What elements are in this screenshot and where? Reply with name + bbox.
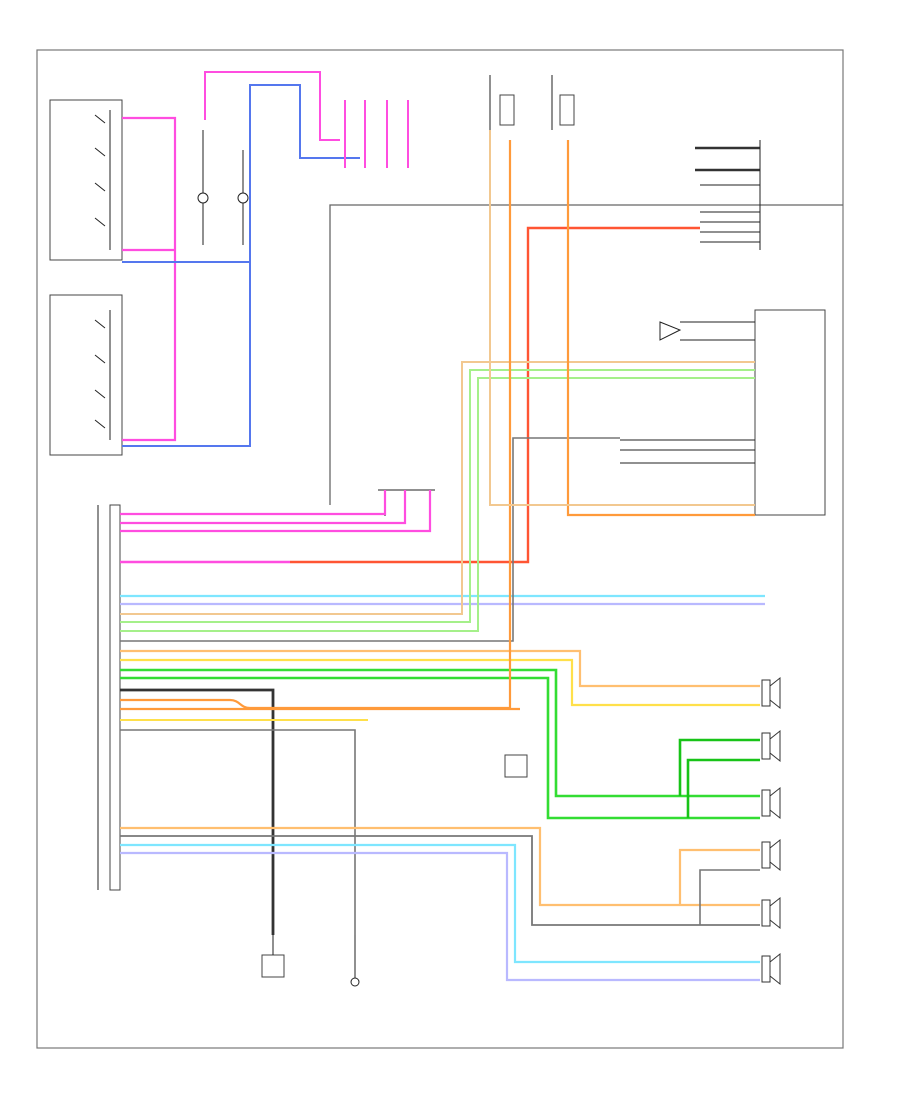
- speaker-left-rear: [761, 896, 781, 930]
- clockspring-area: [197, 100, 409, 245]
- wire-red-power: [290, 226, 700, 564]
- right-steering-controls-box: [49, 99, 123, 261]
- diagram-border: [36, 49, 844, 1049]
- wire-light-green-module-2: [120, 377, 755, 632]
- wire-tan-module: [120, 361, 755, 615]
- fuse-1: [499, 94, 515, 126]
- wire-black-ground: [120, 688, 275, 935]
- right-steering-wheel-controls: [49, 99, 123, 261]
- speaker-left-front: [761, 676, 781, 710]
- fuse-block-top: [489, 75, 575, 130]
- right-switches: [94, 110, 111, 250]
- speaker-left-rear-tweeter: [761, 838, 781, 872]
- wire-orange-lr-tw: [678, 848, 760, 905]
- wire-yellow-lf: [120, 658, 760, 707]
- wire-pink-2: [120, 490, 407, 525]
- wire-lavender-rr: [120, 851, 760, 982]
- left-switches: [94, 310, 111, 440]
- wire-gray-antenna: [120, 729, 356, 935]
- switch-symbol: [659, 321, 682, 341]
- wire-green-rf-tw-2: [686, 758, 760, 818]
- fuse-2: [559, 94, 575, 126]
- wire-green-rf-tw: [678, 738, 760, 796]
- speakers: [761, 676, 781, 986]
- wire-orange-lr: [120, 826, 760, 907]
- wire-light-green-module: [120, 369, 755, 623]
- wire-gray-lr-tw: [699, 869, 760, 925]
- wire-gray-lr: [120, 835, 760, 926]
- ground-block-1: [261, 954, 285, 978]
- rear-audio-module-box: [754, 309, 826, 516]
- steering-pink-wire: [122, 116, 177, 442]
- top-right-module: [695, 140, 761, 250]
- wire-pink-3: [120, 490, 432, 533]
- ground-block-2: [504, 754, 528, 778]
- wire-orange-lf: [120, 649, 760, 688]
- harness-wires: [120, 130, 765, 982]
- wire-light-blue-rr: [120, 843, 760, 964]
- ground-symbol-3: [350, 977, 360, 987]
- ground-symbol-2: [237, 192, 249, 204]
- speaker-right-front: [761, 786, 781, 820]
- wire-orange-fuse-2: [566, 140, 755, 517]
- top-connector-pins: [344, 100, 409, 168]
- wire-pink-1: [120, 490, 387, 516]
- ground-points: [261, 754, 528, 987]
- steering-blue-wire: [122, 84, 360, 263]
- wire-green-rf: [120, 668, 760, 798]
- steering-blue-wire-2: [122, 262, 251, 447]
- left-steering-wheel-controls: [49, 294, 123, 456]
- radio-connector: [109, 504, 121, 891]
- speaker-right-front-tweeter: [761, 729, 781, 763]
- steering-pink-riser: [204, 71, 340, 141]
- rear-seat-audio-module: [620, 309, 826, 516]
- ground-symbol-1: [197, 192, 209, 204]
- steering-control-wires: [122, 71, 360, 447]
- wire-tan-fuse: [489, 130, 755, 506]
- shield-line: [329, 204, 843, 505]
- left-steering-controls-box: [49, 294, 123, 456]
- speaker-right-rear: [761, 952, 781, 986]
- wire-green-rf-2: [120, 676, 760, 820]
- radio-unit: [97, 504, 121, 891]
- wire-gray-module: [120, 437, 620, 642]
